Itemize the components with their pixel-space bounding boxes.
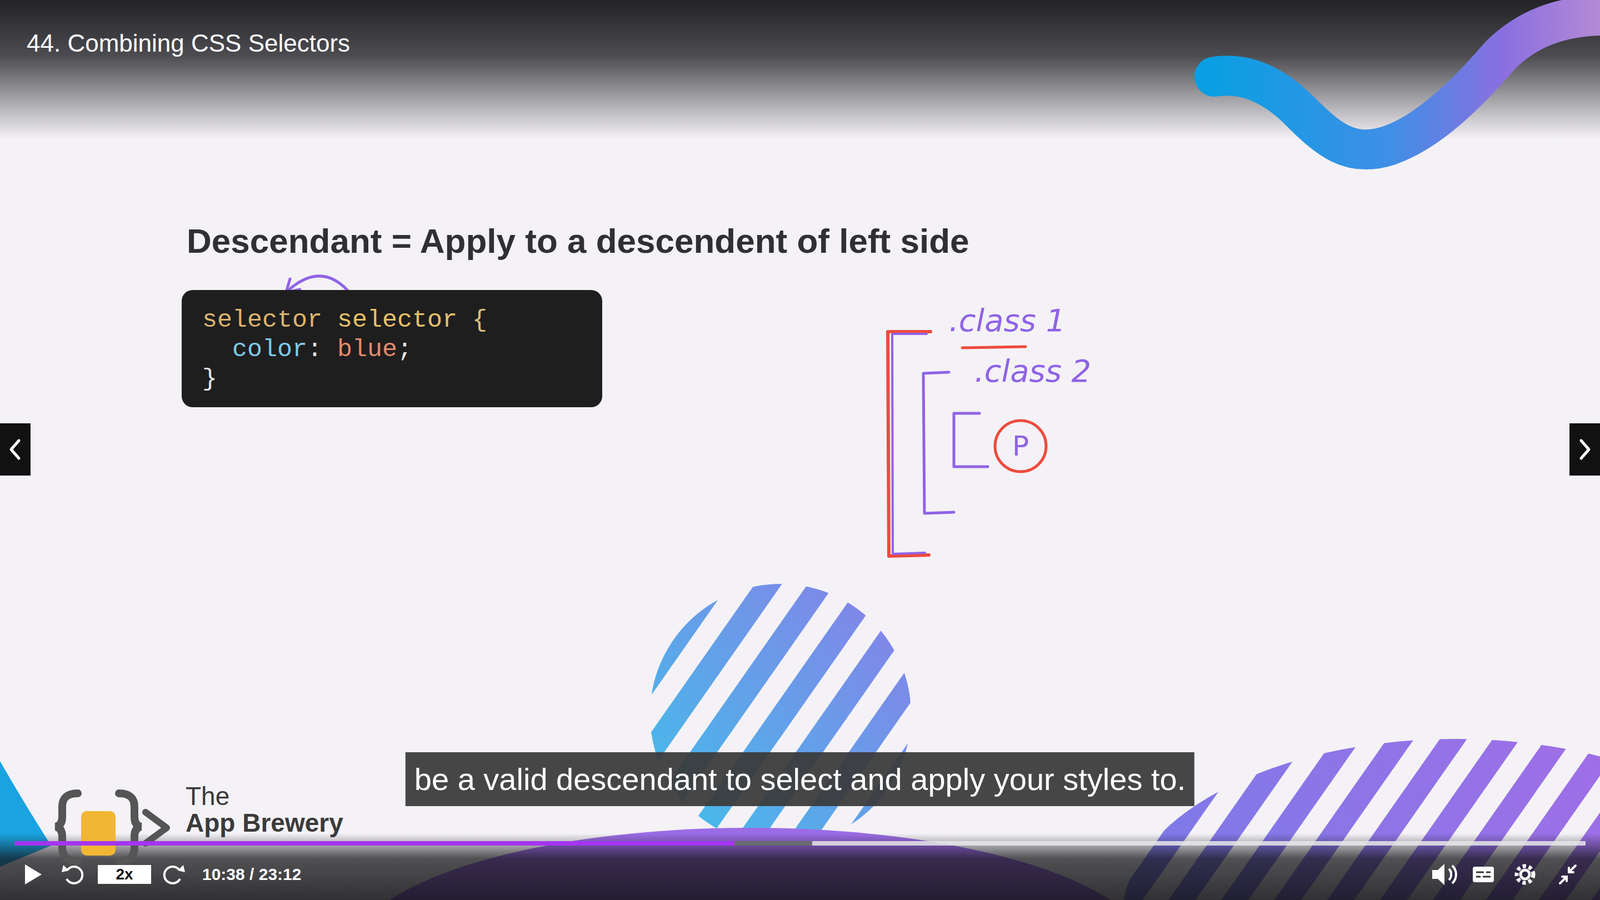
forward-arrow [177, 865, 185, 873]
handwritten-label: .class 2 [974, 353, 1092, 389]
volume-icon [1432, 863, 1445, 885]
code-token: selector [337, 306, 458, 335]
logo-text: App Brewery [185, 810, 344, 836]
next-button [1569, 423, 1600, 476]
red-underline [962, 346, 1026, 348]
code-token: { [472, 306, 488, 335]
subtitle-caption: be a valid descendant to select and appl… [405, 752, 1195, 807]
settings-gear [1516, 866, 1534, 883]
slide-heading: Descendant = Apply to a descendent of le… [186, 221, 970, 261]
logo-chevron [145, 812, 167, 844]
video-title: 44. Combining CSS Selectors [26, 28, 350, 59]
code-token: : [307, 335, 323, 364]
settings-hub [1520, 870, 1530, 879]
forward-icon [164, 866, 180, 884]
code-token: ; [397, 335, 413, 364]
code-line: color: blue; [202, 335, 580, 365]
button-text: 2x [115, 866, 133, 883]
next-chevron [1581, 440, 1589, 459]
progress-played [14, 841, 735, 846]
logo-brace [55, 793, 78, 862]
handwritten-label: .class 1 [948, 302, 1066, 339]
rewind-arrow [61, 865, 69, 873]
element-circle: P [992, 418, 1049, 474]
code-line: selector selector { [202, 305, 580, 335]
rewind-icon [66, 866, 83, 884]
decor-squiggle [1214, 15, 1600, 150]
code-token: color [232, 335, 308, 364]
volume-waves [1448, 865, 1457, 884]
time-display: 10:38 / 23:12 [202, 864, 302, 885]
bottom-shade [0, 833, 1600, 900]
progress-buffer [734, 841, 813, 846]
fullscreen-icon [1560, 865, 1576, 884]
circle-outline [995, 420, 1047, 472]
captions-lines [1476, 872, 1491, 877]
code-token: blue [337, 335, 398, 364]
logo-cup [81, 811, 116, 856]
play-icon [25, 864, 42, 885]
middle-bracket [923, 372, 954, 514]
prev-chevron [11, 440, 19, 459]
inner-bracket [953, 413, 988, 467]
code-line: } [202, 364, 580, 394]
progress-track [14, 841, 1586, 846]
node-text: P [1012, 432, 1029, 460]
code-token: selector [202, 306, 323, 335]
speed-button: 2x [97, 865, 152, 884]
code-token: } [202, 365, 218, 394]
prev-button [0, 423, 31, 476]
top-shade [0, 0, 1600, 139]
logo-brace [118, 793, 142, 862]
outer-bracket-overlay [892, 333, 927, 554]
logo-text: The [185, 783, 230, 809]
captions-icon [1472, 866, 1494, 883]
code-block: selector selector { color: blue;} [181, 290, 603, 408]
